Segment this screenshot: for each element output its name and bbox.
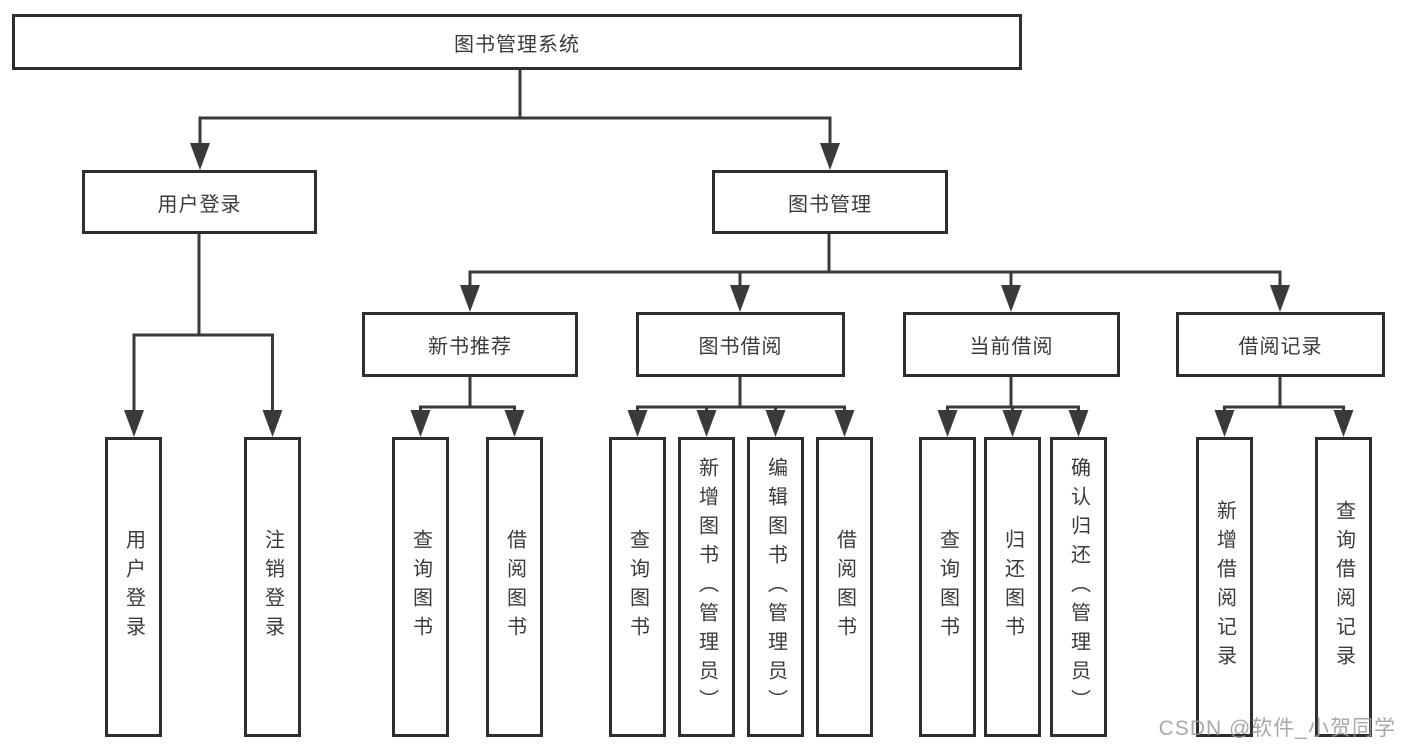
node-user-login: 用户登录: [82, 170, 317, 234]
leaf-query-books-borrowing: 查询图书: [609, 437, 666, 737]
node-label: 当前借阅: [969, 336, 1054, 358]
node-new-book-recommend: 新书推荐: [362, 312, 578, 377]
leaf-label: 新增借阅记录: [1213, 500, 1236, 674]
leaf-label: 确认归还（管理员）: [1067, 456, 1090, 718]
leaf-label: 注销登录: [261, 529, 284, 645]
leaf-label: 借阅图书: [503, 529, 526, 645]
leaf-edit-book-admin: 编辑图书（管理员）: [747, 437, 804, 737]
node-label: 新书推荐: [428, 336, 512, 358]
node-label: 图书借阅: [698, 336, 783, 358]
leaf-label: 归还图书: [1001, 529, 1024, 645]
leaf-borrow-books-recommend: 借阅图书: [486, 437, 543, 737]
leaf-label: 查询借阅记录: [1332, 500, 1355, 674]
leaf-label: 用户登录: [122, 529, 145, 645]
leaf-borrow-books-borrowing: 借阅图书: [816, 437, 873, 737]
leaf-label: 借阅图书: [833, 529, 856, 645]
leaf-label: 查询图书: [936, 529, 959, 645]
csdn-watermark: CSDN @软件_小贺同学: [1158, 717, 1396, 740]
leaf-query-borrow-record: 查询借阅记录: [1315, 437, 1372, 737]
node-book-management: 图书管理: [712, 170, 948, 234]
node-book-borrowing: 图书借阅: [636, 312, 845, 377]
node-borrowing-records: 借阅记录: [1176, 312, 1385, 377]
leaf-return-books: 归还图书: [984, 437, 1041, 737]
node-label: 图书管理系统: [454, 33, 580, 56]
leaf-user-login: 用户登录: [105, 437, 162, 737]
leaf-query-books-recommend: 查询图书: [392, 437, 449, 737]
node-library-management-system: 图书管理系统: [12, 14, 1022, 70]
leaf-confirm-return-admin: 确认归还（管理员）: [1050, 437, 1107, 737]
node-label: 借阅记录: [1238, 336, 1323, 358]
node-label: 用户登录: [157, 193, 242, 216]
leaf-query-books-current: 查询图书: [919, 437, 976, 737]
node-label: 图书管理: [788, 193, 872, 216]
node-current-borrowing: 当前借阅: [903, 312, 1120, 377]
leaf-add-book-admin: 新增图书（管理员）: [678, 437, 735, 737]
leaf-label: 查询图书: [409, 529, 432, 645]
leaf-label: 编辑图书（管理员）: [764, 456, 787, 718]
leaf-add-borrow-record: 新增借阅记录: [1196, 437, 1253, 737]
leaf-logout: 注销登录: [244, 437, 301, 737]
leaf-label: 查询图书: [626, 529, 649, 645]
arrowheads: [124, 143, 1354, 437]
leaf-label: 新增图书（管理员）: [695, 456, 718, 718]
